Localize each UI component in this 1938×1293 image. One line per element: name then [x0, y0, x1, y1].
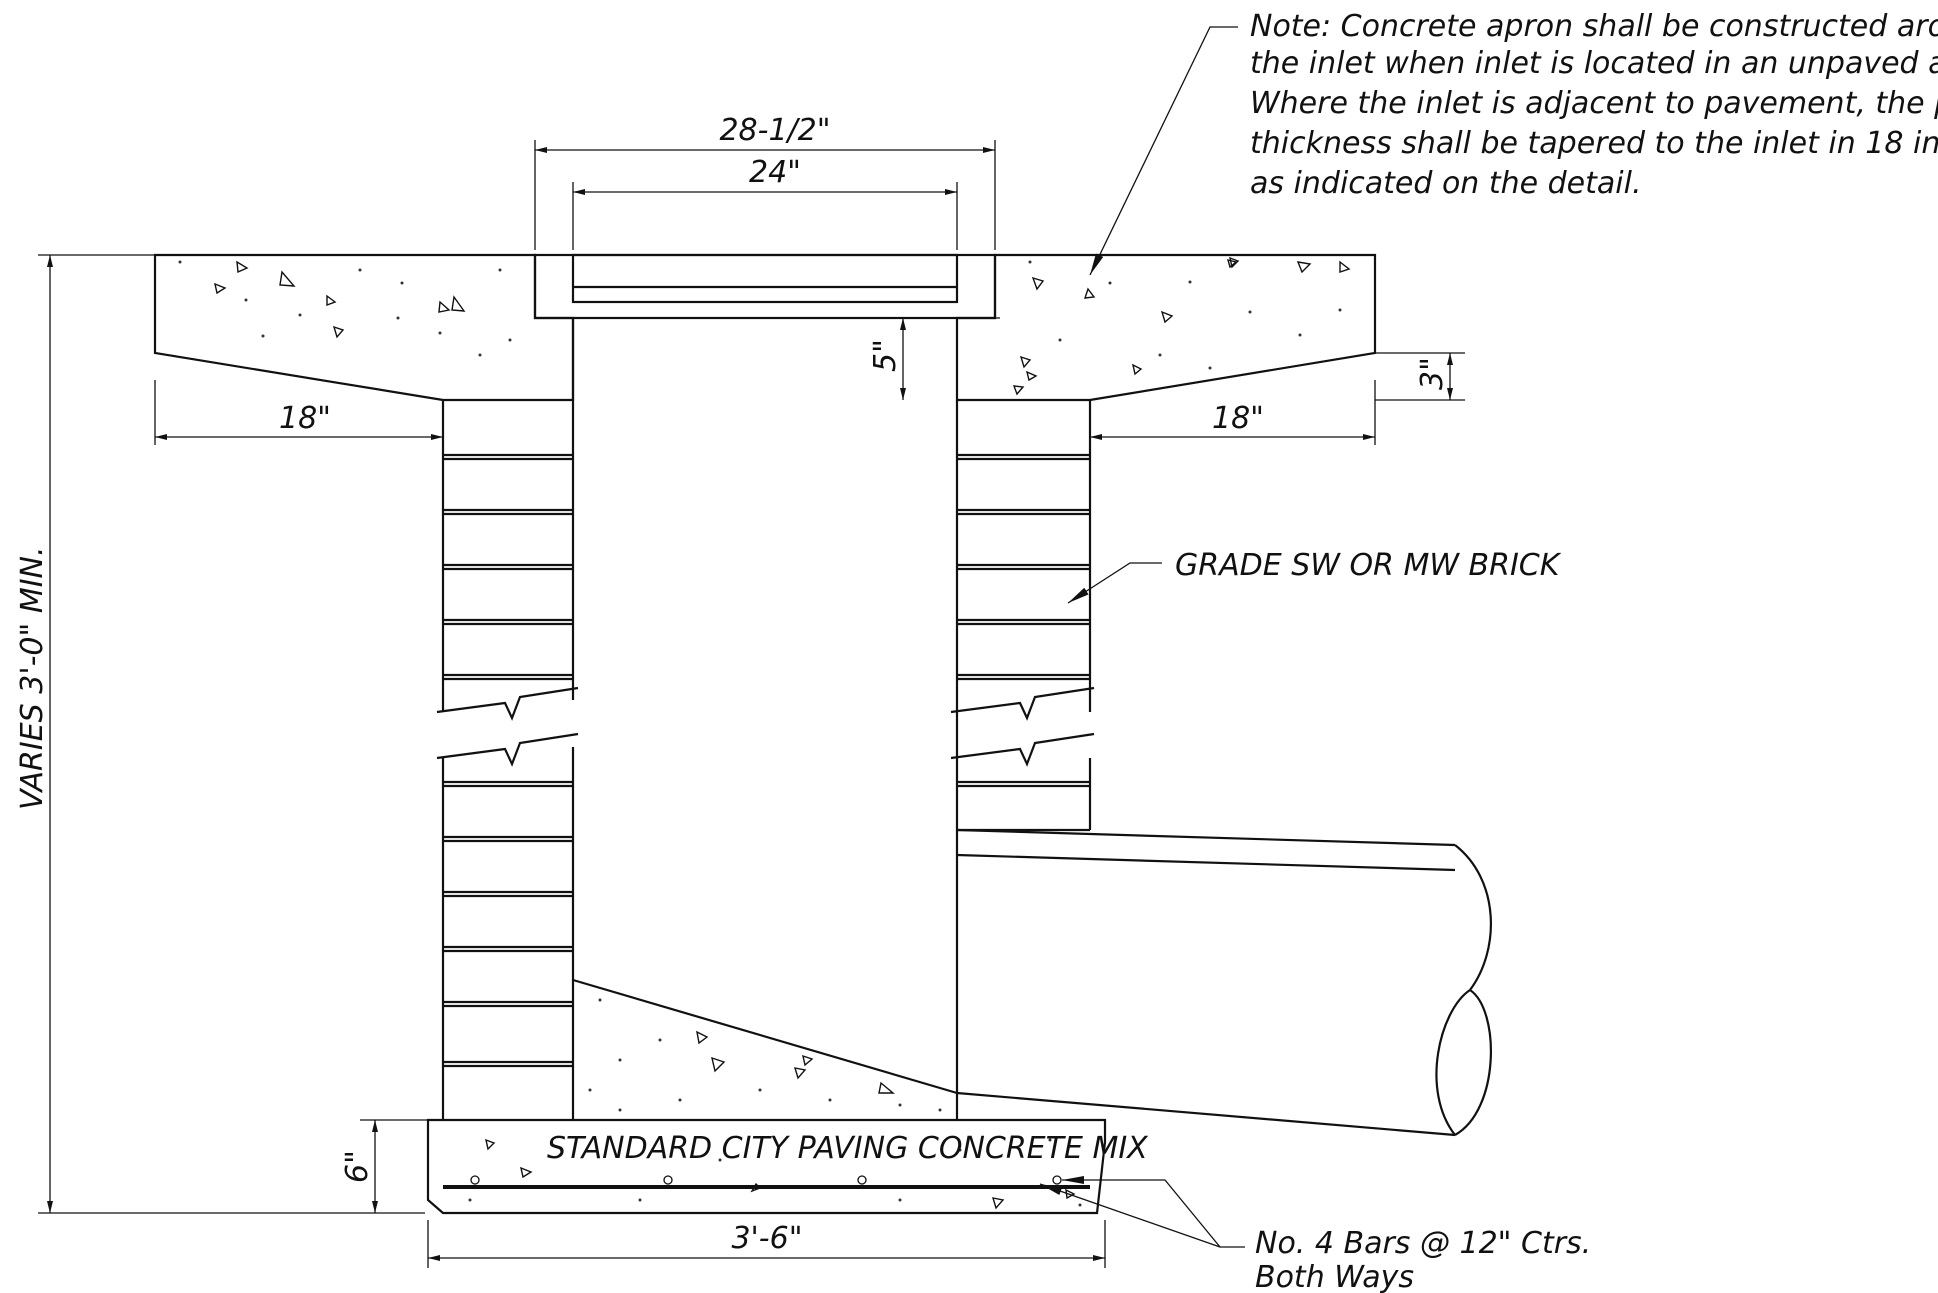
dimension-frame-width: 28-1/2": [534, 113, 996, 250]
dimension-overall-height: VARIES 3'-0" MIN.: [15, 254, 425, 1214]
opening-width-label: 24": [749, 155, 801, 190]
aggregate-texture: [178, 256, 1351, 1210]
note-line-1: Note: Concrete apron shall be constructe…: [1250, 9, 1938, 44]
dimension-frame-depth: 5": [868, 317, 1000, 400]
rebar-callout: No. 4 Bars @ 12" Ctrs. Both Ways: [1039, 1176, 1591, 1293]
dimension-apron-left: 18": [154, 380, 443, 445]
note-line-2: the inlet when inlet is located in an un…: [1250, 46, 1938, 81]
inlet-frame: [533, 253, 997, 320]
concrete-apron: [153, 253, 1377, 402]
dimension-apron-edge: 3": [1375, 352, 1465, 401]
brick-callout: GRADE SW OR MW BRICK: [1067, 548, 1562, 604]
frame-width-label: 28-1/2": [719, 113, 830, 148]
dimension-apron-right: 18": [1090, 380, 1376, 445]
sloped-concrete-fill: [572, 978, 958, 1095]
apron-right-label: 18": [1212, 401, 1264, 436]
note-line-4: thickness shall be tapered to the inlet …: [1250, 126, 1938, 161]
brick-wall-right: [950, 400, 1095, 1120]
base-slab: [426, 1118, 1107, 1215]
rebar-label-line-2: Both Ways: [1255, 1260, 1414, 1293]
brick-label: GRADE SW OR MW BRICK: [1175, 548, 1562, 583]
base-mix-label: STANDARD CITY PAVING CONCRETE MIX: [547, 1131, 1149, 1166]
note-block: Note: Concrete apron shall be constructe…: [1089, 9, 1938, 276]
dimension-base-width: 3'-6": [427, 1220, 1106, 1268]
brick-wall-left: [436, 318, 579, 1120]
outlet-pipe: [956, 828, 1492, 1137]
note-line-5: as indicated on the detail.: [1250, 166, 1641, 201]
rebar-label-line-1: No. 4 Bars @ 12" Ctrs.: [1255, 1226, 1591, 1261]
frame-depth-label: 5": [868, 339, 903, 372]
apron-left-label: 18": [279, 401, 331, 436]
note-line-3: Where the inlet is adjacent to pavement,…: [1250, 86, 1938, 121]
apron-edge-label: 3": [1415, 357, 1450, 390]
base-width-label: 3'-6": [731, 1221, 802, 1256]
dimension-opening-width: 24": [572, 155, 958, 250]
overall-height-label: VARIES 3'-0" MIN.: [15, 546, 50, 810]
base-thickness-label: 6": [340, 1150, 375, 1183]
base-mix-callout: STANDARD CITY PAVING CONCRETE MIX: [547, 1131, 1149, 1166]
dimension-base-thickness: 6": [340, 1119, 428, 1213]
